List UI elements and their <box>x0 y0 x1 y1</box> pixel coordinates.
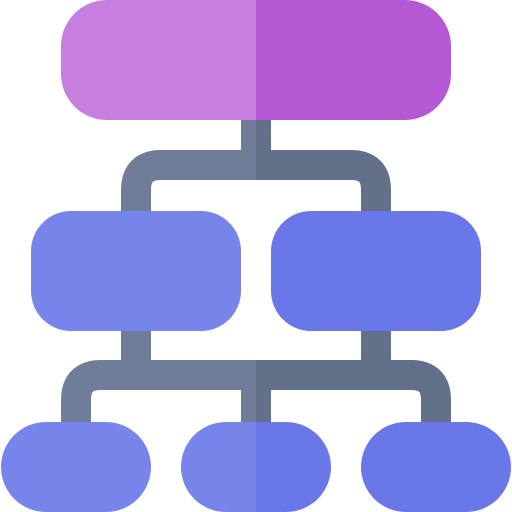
bottom-node-right <box>361 422 511 512</box>
bottom-node-left <box>1 422 151 512</box>
bottom-node-center <box>181 422 331 512</box>
connector-lines <box>61 115 451 430</box>
middle-node-right <box>271 211 481 331</box>
middle-node-left <box>31 211 241 331</box>
top-node <box>61 0 451 120</box>
